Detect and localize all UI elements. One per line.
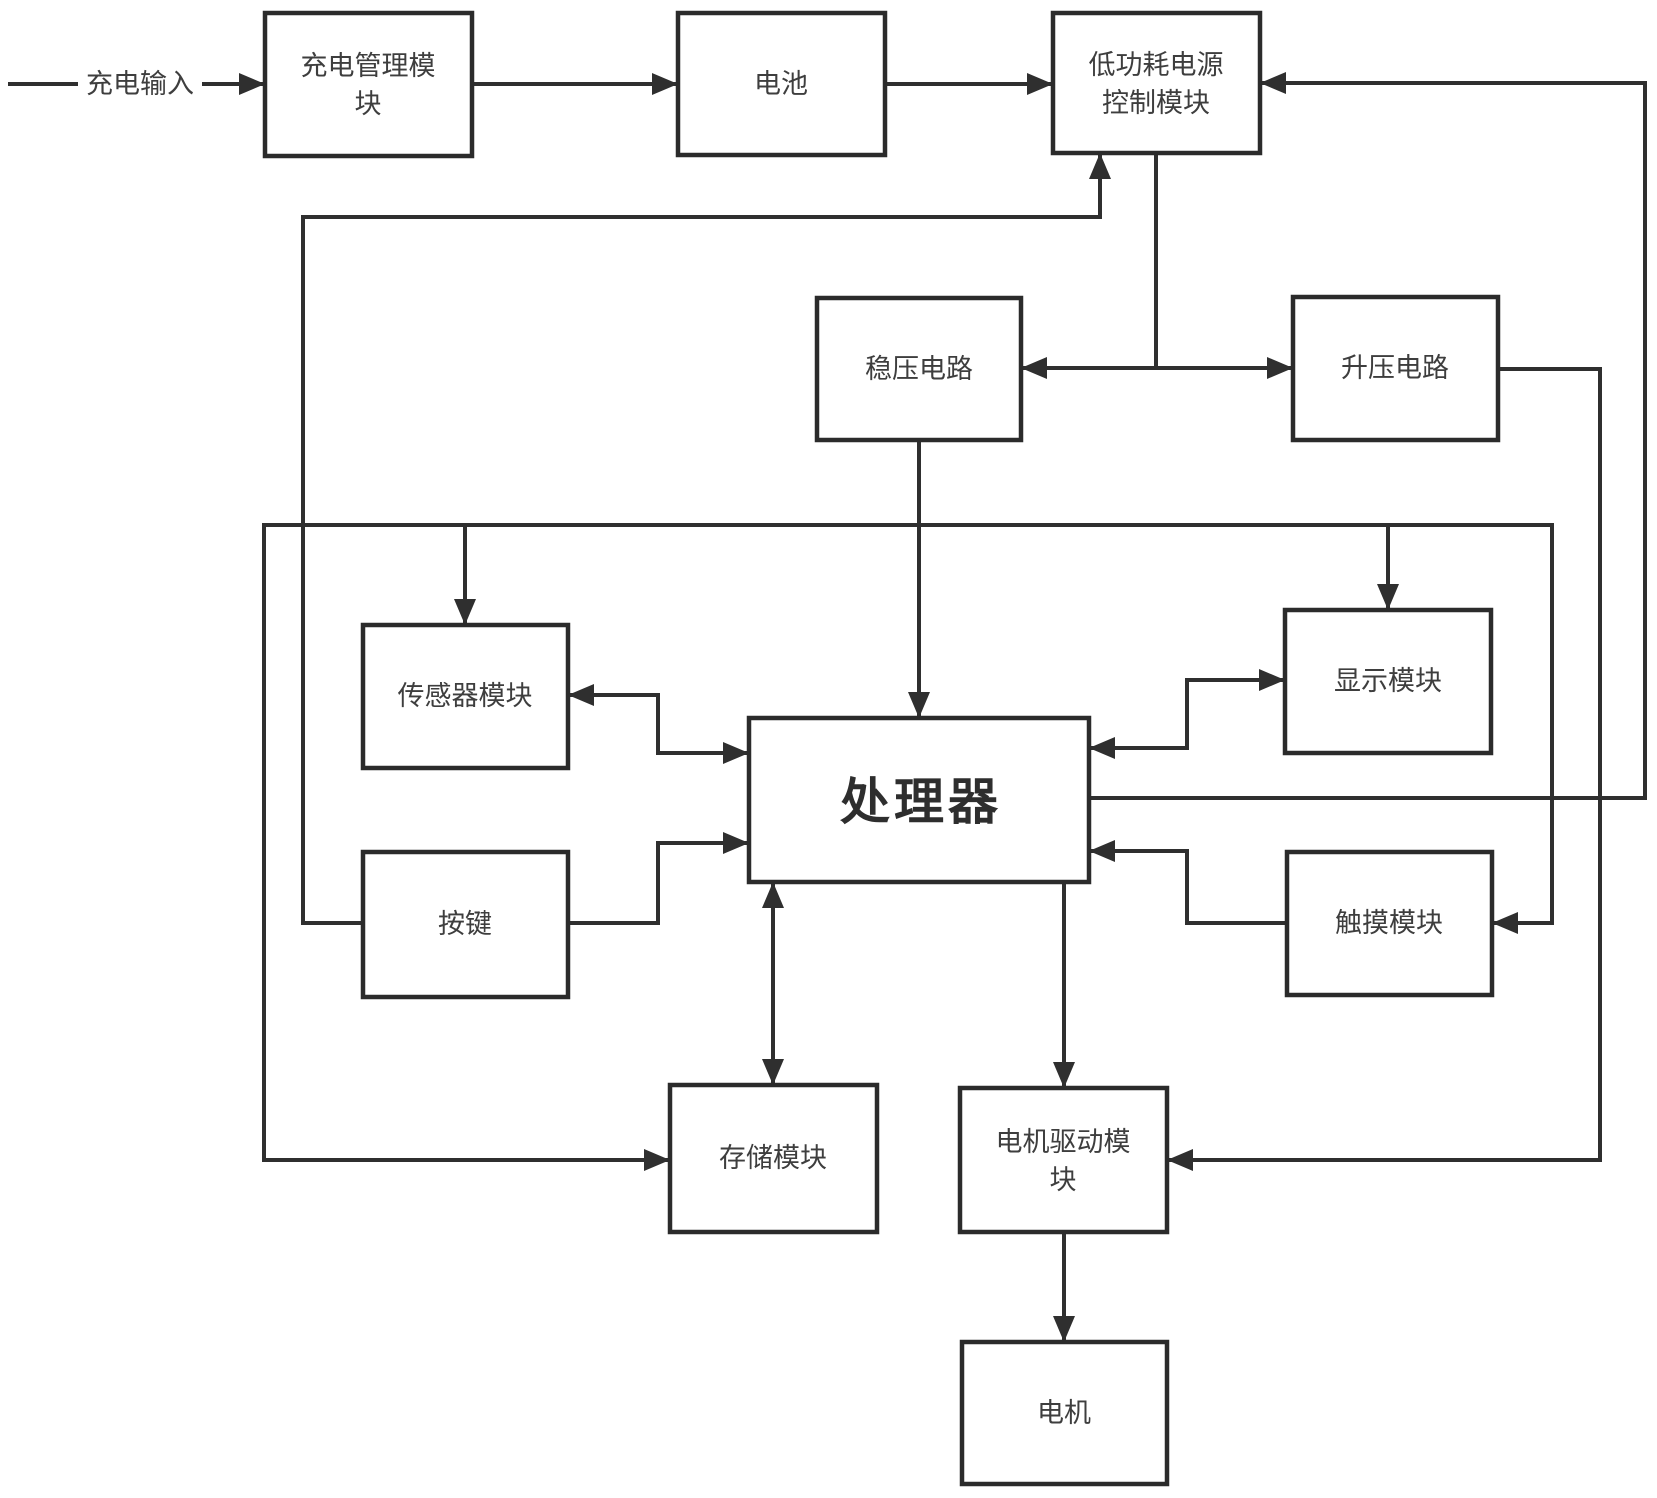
charge-mgmt-box — [262, 10, 475, 159]
node-storage: 存储模块 — [667, 1082, 880, 1235]
low-power-label-line1: 低功耗电源 — [1089, 50, 1224, 80]
edge-keys-to-processor — [568, 832, 749, 925]
edge-sensor-processor — [568, 684, 749, 764]
node-keys: 按键 — [360, 849, 571, 1000]
edge-keys-to-lowpower — [301, 153, 1111, 925]
charge-input-label: 充电输入 — [86, 69, 194, 99]
node-booster: 升压电路 — [1290, 294, 1501, 443]
keys-label: 按键 — [438, 909, 492, 939]
node-motor: 电机 — [959, 1339, 1170, 1487]
processor-label: 处理器 — [840, 774, 1002, 830]
battery-label: 电池 — [754, 69, 808, 99]
node-charge-mgmt: 充电管理模 块 — [262, 10, 475, 159]
charge-mgmt-label-line2: 块 — [355, 89, 382, 119]
node-sensor: 传感器模块 — [360, 622, 571, 771]
edge-touch-to-processor — [1089, 840, 1287, 925]
node-battery: 电池 — [675, 10, 888, 158]
low-power-label-line2: 控制模块 — [1102, 88, 1210, 118]
node-touch: 触摸模块 — [1284, 849, 1495, 998]
node-processor: 处理器 — [746, 715, 1092, 885]
edge-processor-to-lowpower — [1089, 72, 1647, 800]
charge-input-label-mask — [78, 60, 202, 108]
motor-label: 电机 — [1037, 1398, 1091, 1428]
node-regulator: 稳压电路 — [814, 295, 1024, 443]
node-motor-driver: 电机驱动模 块 — [957, 1085, 1170, 1235]
storage-label: 存储模块 — [719, 1143, 827, 1173]
battery-box — [675, 10, 888, 158]
touch-label: 触摸模块 — [1335, 908, 1443, 938]
motor-driver-label-line1: 电机驱动模 — [996, 1127, 1131, 1157]
edge-processor-display — [1089, 669, 1285, 759]
sensor-label: 传感器模块 — [398, 681, 533, 711]
low-power-box — [1050, 10, 1263, 156]
motor-driver-label-line2: 块 — [1050, 1165, 1077, 1195]
regulator-label: 稳压电路 — [865, 354, 973, 384]
node-low-power: 低功耗电源 控制模块 — [1050, 10, 1263, 156]
booster-label: 升压电路 — [1341, 353, 1449, 383]
sensor-box — [360, 622, 571, 771]
keys-box — [360, 849, 571, 1000]
node-display: 显示模块 — [1282, 607, 1494, 756]
storage-box — [667, 1082, 880, 1235]
booster-box — [1290, 294, 1501, 443]
display-label: 显示模块 — [1334, 666, 1442, 696]
motor-box — [959, 1339, 1170, 1487]
processor-box — [746, 715, 1092, 885]
edge-booster-to-motordriver — [1167, 367, 1602, 1171]
edge-power-rail — [262, 523, 1554, 1171]
charge-mgmt-label-line1: 充电管理模 — [301, 51, 436, 81]
touch-box — [1284, 849, 1495, 998]
regulator-box — [814, 295, 1024, 443]
motor-driver-box — [957, 1085, 1170, 1235]
display-box — [1282, 607, 1494, 756]
